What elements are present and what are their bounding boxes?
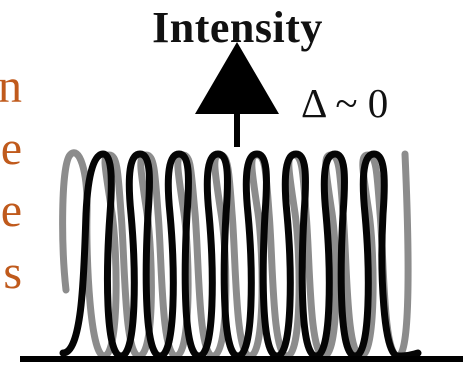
black-coil-wave [59,150,422,360]
clipped-letter-e: e [0,122,22,175]
delta-annotation: Δ ~ 0 [301,80,389,126]
gray-coil-wave [59,149,412,360]
clipped-left-text: n e e s [0,56,22,304]
clipped-letter-n: n [0,60,22,113]
clipped-letter-e-second: e [0,184,22,237]
clipped-letter-s: s [3,246,22,299]
